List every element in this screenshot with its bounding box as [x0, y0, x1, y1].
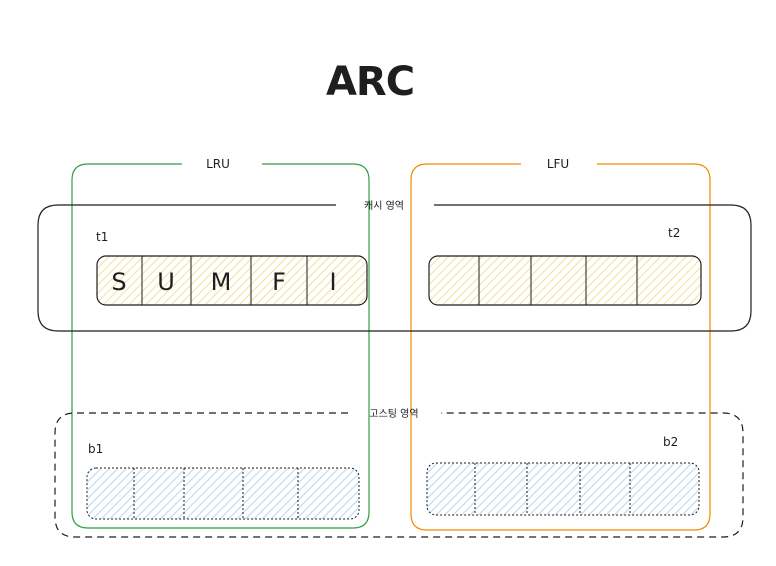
t1-cell-2: U	[157, 268, 175, 296]
lfu-label: LFU	[547, 157, 569, 171]
t1-cell-4: F	[272, 268, 286, 296]
cache-region-border	[37, 204, 752, 332]
lru-region-border	[71, 163, 370, 529]
b1-list	[86, 467, 360, 520]
diagram-title: ARC	[326, 59, 414, 105]
t1-list: S U M F I	[96, 255, 368, 306]
t1-cell-3: M	[211, 268, 232, 296]
t2-list	[428, 255, 702, 306]
t1-cell-1: S	[111, 268, 126, 296]
ghost-region-label: 고스팅 영역	[369, 408, 418, 420]
t1-label: t1	[96, 230, 108, 244]
ghost-region-border	[54, 412, 744, 538]
lfu-region-border	[410, 163, 711, 531]
t1-cell-5: I	[329, 268, 336, 296]
cache-region-label: 캐시 영역	[364, 200, 404, 212]
b2-label: b2	[663, 435, 678, 449]
lru-label: LRU	[206, 157, 230, 171]
b2-list	[426, 462, 700, 516]
t2-label: t2	[668, 226, 680, 240]
b1-label: b1	[88, 442, 103, 456]
